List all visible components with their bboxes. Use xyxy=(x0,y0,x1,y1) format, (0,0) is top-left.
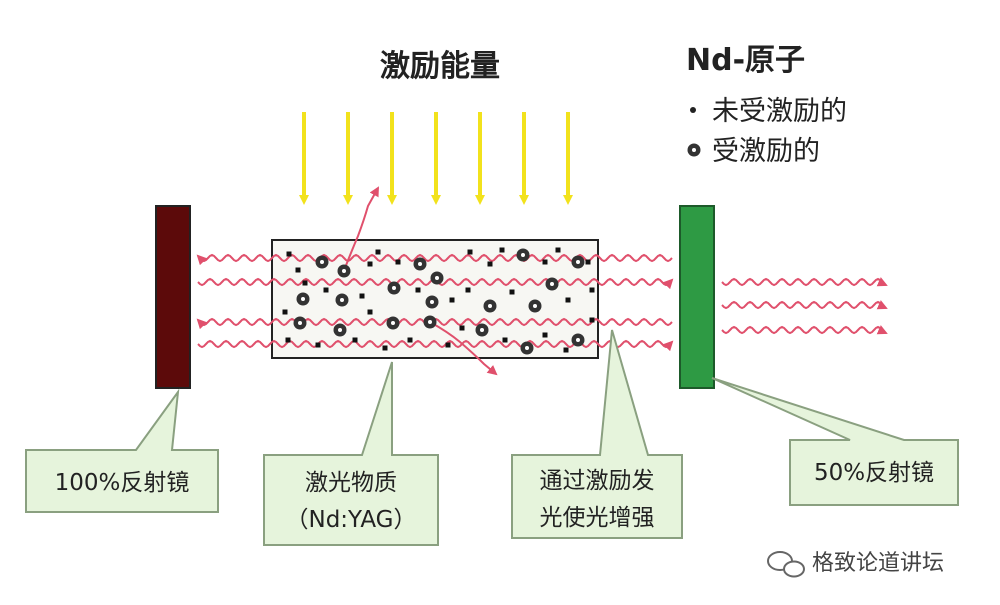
excited-atom-core xyxy=(550,282,554,286)
unexcited-atom xyxy=(499,247,505,253)
legend-unexcited-label: 未受激励的 xyxy=(712,96,847,127)
excited-atom-core xyxy=(391,321,395,325)
unexcited-atom xyxy=(467,249,473,255)
excited-atom-core xyxy=(342,269,346,273)
callout-medium-text-2: （Nd:YAG） xyxy=(286,507,417,533)
excited-atom-core xyxy=(430,300,434,304)
watermark: 格致论道讲坛 xyxy=(767,551,944,578)
unexcited-atom xyxy=(295,267,301,273)
unexcited-atom xyxy=(585,259,591,265)
unexcited-atom xyxy=(589,287,595,293)
excited-atom-core xyxy=(576,260,580,264)
mirror-50-percent xyxy=(679,205,715,389)
unexcited-atom xyxy=(407,337,413,343)
atoms xyxy=(282,247,595,355)
wechat-icon xyxy=(767,551,805,578)
spontaneous-wave-down xyxy=(429,321,498,376)
unexcited-atom xyxy=(286,251,292,257)
excited-atom-icon-core xyxy=(692,148,696,152)
excited-atom-core xyxy=(320,260,324,264)
unexcited-atom xyxy=(542,259,548,265)
excited-atom-core xyxy=(576,338,580,342)
unexcited-atom xyxy=(415,287,421,293)
unexcited-atom xyxy=(502,337,508,343)
unexcited-atom xyxy=(315,342,321,348)
spontaneous-wave-up xyxy=(344,186,379,269)
excited-atom-core xyxy=(480,328,484,332)
excited-atom-core xyxy=(521,253,525,257)
callout-medium-text-1: 激光物质 xyxy=(305,470,397,496)
unexcited-atom xyxy=(302,280,308,286)
excited-atom-core xyxy=(301,297,305,301)
unexcited-atom xyxy=(449,297,455,303)
unexcited-atom xyxy=(367,309,373,315)
unexcited-atom xyxy=(367,261,373,267)
excited-atom-core xyxy=(525,346,529,350)
excited-atom-core xyxy=(488,304,492,308)
unexcited-atom xyxy=(395,259,401,265)
unexcited-atom xyxy=(542,332,548,338)
excited-atom-core xyxy=(435,276,439,280)
energy-title: 激励能量 xyxy=(380,49,500,84)
output-wave-1 xyxy=(721,277,888,287)
unexcited-atom xyxy=(323,287,329,293)
unexcited-atom xyxy=(282,309,288,315)
excited-atom-core xyxy=(338,328,342,332)
callout-mirror-100: 100%反射镜 xyxy=(25,388,219,513)
unexcited-atom xyxy=(382,345,388,351)
unexcited-atom xyxy=(352,337,358,343)
legend-title: Nd-原子 xyxy=(686,43,805,78)
callout-mirror-100-text: 100%反射镜 xyxy=(55,470,190,496)
watermark-text: 格致论道讲坛 xyxy=(812,551,944,576)
unexcited-atom xyxy=(487,261,493,267)
unexcited-atom xyxy=(445,342,451,348)
unexcited-atom xyxy=(465,287,471,293)
output-wave-3 xyxy=(721,325,888,335)
internal-wave-4 xyxy=(197,339,674,352)
callout-mirror-50: 50%反射镜 xyxy=(711,377,959,506)
callout-amplify-text-2: 光使光增强 xyxy=(540,505,655,531)
internal-wave-1 xyxy=(196,253,673,266)
unexcited-atom-icon xyxy=(690,107,696,113)
excited-atom-core xyxy=(418,262,422,266)
excited-atom-core xyxy=(428,320,432,324)
unexcited-atom xyxy=(589,317,595,323)
unexcited-atom xyxy=(285,337,291,343)
mirror-100-percent xyxy=(155,205,191,389)
excited-atom-core xyxy=(340,298,344,302)
unexcited-atom xyxy=(563,347,569,353)
callout-medium: 激光物质 （Nd:YAG） xyxy=(263,361,439,546)
unexcited-atom xyxy=(459,325,465,331)
pump-arrows xyxy=(299,112,573,205)
unexcited-atom xyxy=(359,293,365,299)
unexcited-atom xyxy=(375,249,381,255)
callout-mirror-50-text: 50%反射镜 xyxy=(814,460,934,486)
unexcited-atom xyxy=(555,247,561,253)
light-waves xyxy=(196,186,888,376)
unexcited-atom xyxy=(509,289,515,295)
legend-excited-label: 受激励的 xyxy=(712,136,820,167)
excited-atom-core xyxy=(392,286,396,290)
excited-atom-core xyxy=(298,321,302,325)
unexcited-atom xyxy=(565,297,571,303)
output-wave-2 xyxy=(721,300,888,310)
excited-atom-core xyxy=(533,304,537,308)
callout-amplify: 通过激励发 光使光增强 xyxy=(511,329,683,539)
callout-amplify-text-1: 通过激励发 xyxy=(540,468,655,494)
